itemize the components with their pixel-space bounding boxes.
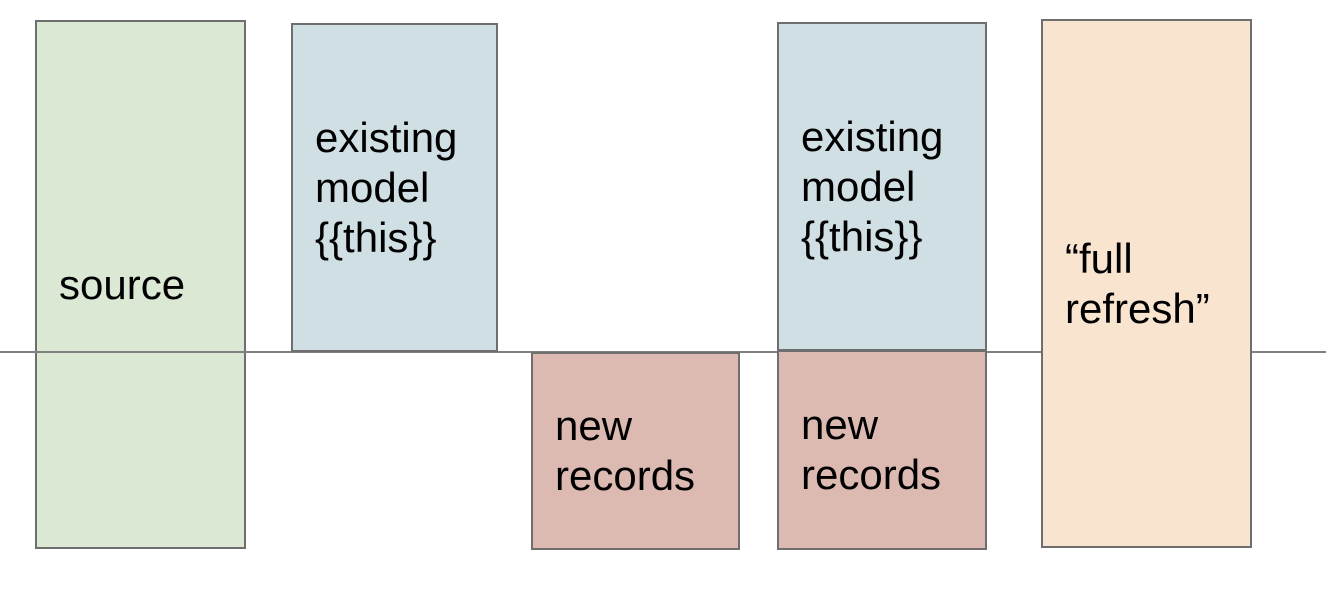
source-box: source bbox=[35, 20, 246, 549]
existing-model-label-line: existing bbox=[315, 113, 458, 161]
full-refresh-box: “full refresh” bbox=[1041, 19, 1252, 548]
new-records-box-1: new records bbox=[531, 352, 740, 550]
new-records-box-2: new records bbox=[777, 350, 987, 550]
existing-model-box-1: existing model {{this}} bbox=[291, 23, 498, 352]
existing-model-label-line: {{this}} bbox=[315, 213, 437, 261]
existing-model-label-line: existing bbox=[801, 112, 944, 160]
source-label: source bbox=[37, 260, 191, 310]
full-refresh-label: “full refresh” bbox=[1043, 234, 1216, 334]
existing-model-label-2: existing model {{this}} bbox=[779, 112, 949, 262]
new-records-label-line: new bbox=[801, 401, 879, 448]
full-refresh-label-line: refresh” bbox=[1065, 284, 1210, 332]
existing-model-label-line: model bbox=[315, 163, 430, 211]
new-records-label-2: new records bbox=[779, 400, 947, 500]
full-refresh-label-line: “full bbox=[1065, 234, 1133, 282]
existing-model-label-1: existing model {{this}} bbox=[293, 113, 463, 263]
new-records-label-1: new records bbox=[533, 401, 701, 501]
new-records-label-line: new bbox=[555, 402, 633, 449]
existing-model-label-line: {{this}} bbox=[801, 212, 923, 260]
new-records-label-line: records bbox=[801, 451, 942, 498]
existing-model-label-line: model bbox=[801, 162, 916, 210]
existing-model-box-2: existing model {{this}} bbox=[777, 22, 987, 351]
new-records-label-line: records bbox=[555, 452, 696, 499]
source-label-line: source bbox=[59, 260, 186, 308]
